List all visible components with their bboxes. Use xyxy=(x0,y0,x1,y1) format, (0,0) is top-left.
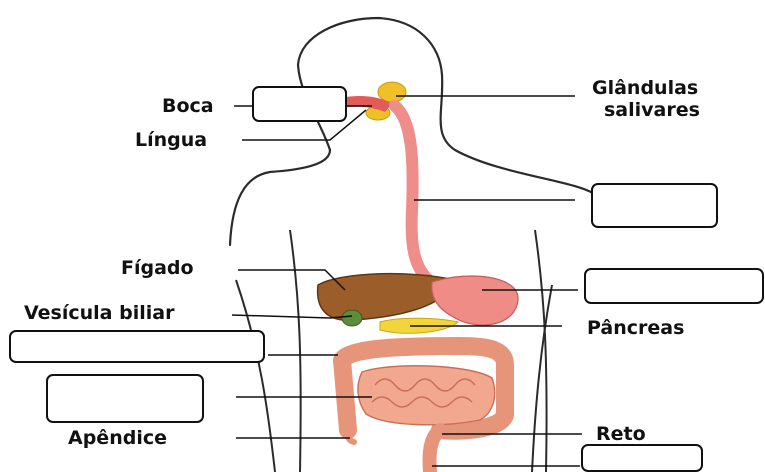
label-figado: Fígado xyxy=(121,258,194,278)
torso-left xyxy=(236,280,275,472)
answer-box-boca[interactable] xyxy=(252,86,347,122)
label-glandulas-line2: salivares xyxy=(604,100,700,120)
torso-right xyxy=(532,285,552,472)
salivary-gland xyxy=(378,82,406,102)
label-vesicula: Vesícula biliar xyxy=(24,303,174,323)
arm-inner-left xyxy=(290,230,301,472)
answer-box-esofago[interactable] xyxy=(591,183,718,228)
answer-box-intestino-grosso[interactable] xyxy=(9,330,265,363)
gallbladder xyxy=(342,310,362,326)
answer-box-estomago[interactable] xyxy=(584,268,764,304)
label-boca: Boca xyxy=(162,96,214,116)
small-intestine xyxy=(358,366,495,425)
label-glandulas-line1: Glândulas xyxy=(592,78,698,98)
label-apendice: Apêndice xyxy=(68,428,167,448)
answer-box-intestino-delgado[interactable] xyxy=(46,374,204,423)
answer-box-anus[interactable] xyxy=(581,444,703,472)
label-reto: Reto xyxy=(596,424,646,444)
label-pancreas: Pâncreas xyxy=(587,318,684,338)
label-lingua: Língua xyxy=(135,130,207,150)
esophagus xyxy=(395,106,435,285)
arm-inner-right xyxy=(535,230,547,472)
body-outline-left xyxy=(230,150,330,245)
stomach xyxy=(432,276,518,325)
